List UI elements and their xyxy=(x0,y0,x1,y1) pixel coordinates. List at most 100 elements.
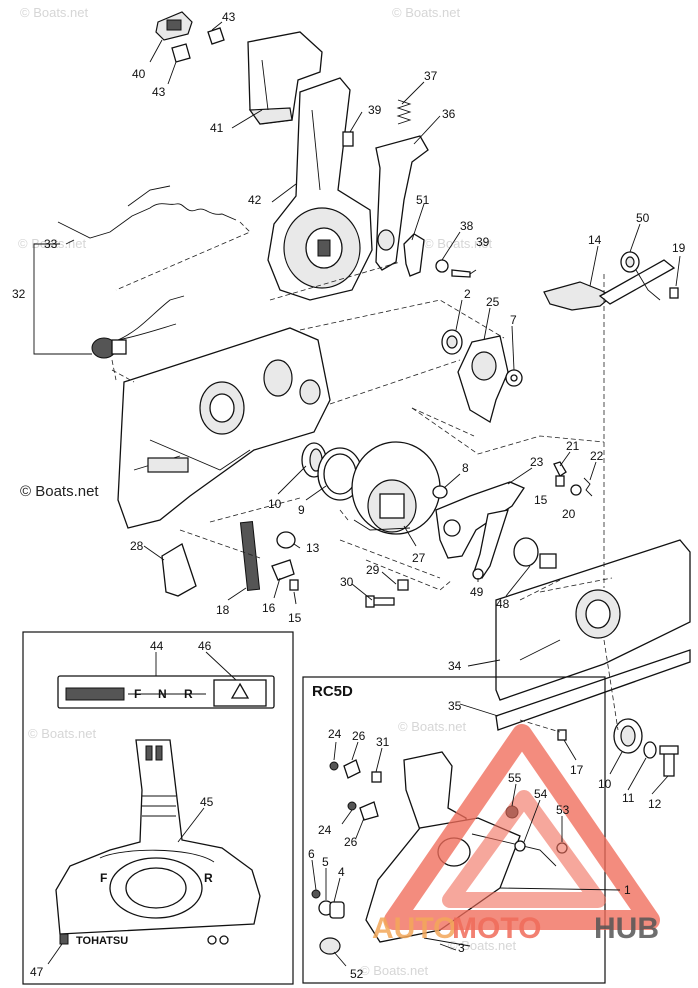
callout-45: 45 xyxy=(200,795,214,809)
inset-frame-rc5d xyxy=(302,676,606,984)
part-housing xyxy=(117,327,331,529)
part-washer-20 xyxy=(570,484,582,496)
brand-text-auto: AUTO xyxy=(372,912,456,945)
part-bush-13 xyxy=(276,531,296,549)
inset-label-rc5d: RC5D xyxy=(312,683,353,700)
callout-22: 22 xyxy=(590,449,604,463)
callout-53: 53 xyxy=(556,803,570,817)
part-spring-37 xyxy=(396,99,412,125)
callout-33: 33 xyxy=(44,237,58,251)
callout-15-left: 15 xyxy=(288,611,302,625)
part-spring-22 xyxy=(583,477,593,497)
watermark-main: © Boats.net xyxy=(20,483,99,500)
callout-36: 36 xyxy=(442,107,456,121)
brand-triangle-outer xyxy=(384,724,660,930)
callout-27: 27 xyxy=(412,551,426,565)
assembly-lines xyxy=(111,221,619,733)
watermark-inset-right: © Boats.net xyxy=(398,719,467,734)
part-ring-10b xyxy=(613,718,643,754)
part-cam-27 xyxy=(351,441,441,535)
callout-32: 32 xyxy=(12,287,26,301)
part-washer-2 xyxy=(441,329,463,355)
callout-19: 19 xyxy=(672,241,686,255)
callout-4: 4 xyxy=(338,865,345,879)
watermark-mid-right: © Boats.net xyxy=(424,236,493,251)
part-bracket-36 xyxy=(375,135,429,271)
part-pedal-14 xyxy=(543,259,676,311)
watermark-top-left: © Boats.net xyxy=(20,5,89,20)
part-cover-34 xyxy=(495,539,691,701)
callout-2: 2 xyxy=(464,287,471,301)
callout-labels: 40 43 43 41 37 39 36 42 51 38 39 50 14 1… xyxy=(12,10,686,981)
callout-47: 47 xyxy=(30,965,44,979)
body-label-r: R xyxy=(204,871,213,885)
brand-overlay-logo: AUTO MOTO HUB xyxy=(372,724,660,945)
callout-39-mid: 39 xyxy=(476,235,490,249)
callout-44: 44 xyxy=(150,639,164,653)
callout-41: 41 xyxy=(210,121,224,135)
callout-24-bottom: 24 xyxy=(318,823,332,837)
part-washer-7 xyxy=(505,369,523,387)
part-bolt-39 xyxy=(342,131,354,147)
callout-42: 42 xyxy=(248,193,262,207)
callout-18: 18 xyxy=(216,603,230,617)
callout-1: 1 xyxy=(624,883,631,897)
watermark-top-right: © Boats.net xyxy=(392,5,461,20)
control-body-47: F R TOHATSU xyxy=(55,739,261,947)
callout-35: 35 xyxy=(448,699,462,713)
callout-37: 37 xyxy=(424,69,438,83)
part-bolt-30 xyxy=(365,595,395,608)
part-washer-50 xyxy=(620,251,640,273)
rc5d-small-parts xyxy=(311,759,568,955)
part-arm-42 xyxy=(267,77,373,301)
part-screw-17 xyxy=(557,729,567,741)
callout-10-right: 10 xyxy=(598,777,612,791)
callout-21: 21 xyxy=(566,439,580,453)
callout-34: 34 xyxy=(448,659,462,673)
callout-12: 12 xyxy=(648,797,662,811)
callout-48: 48 xyxy=(496,597,510,611)
callout-38: 38 xyxy=(460,219,474,233)
gauge-label-r: R xyxy=(184,687,193,701)
part-plate-25 xyxy=(457,335,509,423)
leader-lines xyxy=(47,21,681,967)
callout-26-top: 26 xyxy=(352,729,366,743)
brand-text-moto: MOTO xyxy=(452,912,541,945)
callout-30: 30 xyxy=(340,575,354,589)
part-screw-15b xyxy=(289,579,299,591)
callout-49: 49 xyxy=(470,585,484,599)
callout-24-top: 24 xyxy=(328,727,342,741)
part-strip-35 xyxy=(495,649,691,731)
callout-29: 29 xyxy=(366,563,380,577)
brand-text-hub: HUB xyxy=(594,912,659,945)
callout-46: 46 xyxy=(198,639,212,653)
callout-25: 25 xyxy=(486,295,500,309)
watermark-left: © Boats.net xyxy=(18,236,87,251)
callout-50: 50 xyxy=(636,211,650,225)
callout-7: 7 xyxy=(510,313,517,327)
callout-8: 8 xyxy=(462,461,469,475)
callout-43-bottom: 43 xyxy=(152,85,166,99)
callout-15-right: 15 xyxy=(534,493,548,507)
part-bush-8 xyxy=(432,485,448,499)
brand-triangle-inner xyxy=(442,790,606,908)
bracket-32 xyxy=(33,243,92,355)
callout-26-bottom: 26 xyxy=(344,835,358,849)
part-screw-15a xyxy=(555,475,565,487)
watermark-bottom: © Boats.net xyxy=(448,938,517,953)
part-pin-21 xyxy=(553,461,567,477)
part-bolt-12 xyxy=(659,745,679,777)
part-lanyard-33 xyxy=(57,185,237,239)
callout-9: 9 xyxy=(298,503,305,517)
callout-10-left: 10 xyxy=(268,497,282,511)
part-lever-41 xyxy=(247,31,323,125)
callout-5: 5 xyxy=(322,855,329,869)
callout-52: 52 xyxy=(350,967,364,981)
callout-16: 16 xyxy=(262,601,276,615)
part-switch-32 xyxy=(91,295,185,359)
gauge-label-f: F xyxy=(134,687,141,701)
part-nut-29 xyxy=(397,579,409,591)
callout-51: 51 xyxy=(416,193,430,207)
part-screw-19 xyxy=(669,287,679,299)
